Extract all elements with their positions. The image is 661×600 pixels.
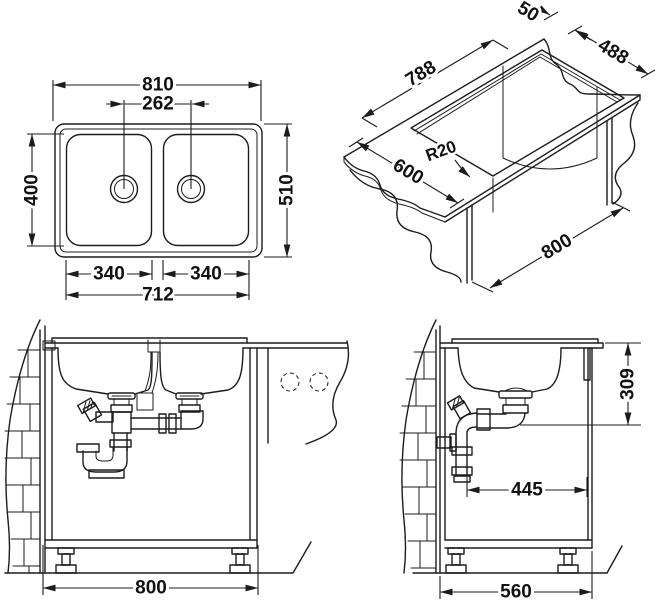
side-cabinet — [412, 347, 623, 574]
side-plumbing — [436, 387, 533, 483]
plan-view: 810 262 400 510 340 340 712 — [19, 72, 301, 309]
iso-dim-cutout-width: 788 — [402, 57, 440, 91]
knockout-hole-left — [280, 372, 300, 392]
dishwasher-spigot — [446, 395, 472, 420]
plan-dim-drain-spacing: 262 — [142, 94, 174, 115]
cabinet-foot-right — [229, 547, 251, 574]
front-sink — [51, 337, 248, 411]
trap-u-bend — [82, 446, 128, 473]
side-worktop — [439, 342, 604, 349]
plan-dim-bowls-outer-span: 712 — [142, 285, 174, 306]
side-dimensions: 309 445 560 — [439, 342, 642, 600]
front-plumbing — [76, 392, 204, 479]
isometric-view: 788 50 488 R20 600 800 — [343, 0, 656, 293]
floor-line — [412, 545, 623, 574]
dishwasher-spigot — [76, 397, 103, 423]
iso-dim-cutout-edge-offset: 50 — [514, 0, 543, 26]
iso-dim-worktop-depth: 600 — [389, 155, 427, 189]
side-wall — [399, 319, 441, 574]
plan-dim-right-bowl-width: 340 — [190, 264, 222, 285]
side-dim-drain-offset: 445 — [511, 480, 543, 501]
iso-dim-corner-radius: R20 — [423, 137, 459, 166]
iso-cabinet — [349, 102, 639, 284]
front-dim-cabinet-width: 800 — [135, 578, 167, 599]
wall-drain-stub — [436, 436, 452, 449]
plan-dimensions: 810 262 400 510 340 340 712 — [19, 72, 301, 309]
cabinet-foot-front — [557, 547, 579, 574]
iso-dimensions: 788 50 488 R20 600 800 — [348, 0, 656, 293]
front-dimensions: 800 — [42, 545, 259, 600]
dishwasher-spigot-stub — [95, 411, 114, 423]
cabinet-foot-back — [445, 547, 467, 574]
plan-dim-overall-width: 810 — [142, 75, 174, 96]
iso-dim-cutout-depth: 488 — [594, 35, 632, 69]
knockout-hole-right — [309, 372, 329, 392]
overflow-fitting — [136, 392, 154, 411]
side-dim-cabinet-depth: 560 — [500, 582, 532, 600]
floor-line — [4, 541, 312, 574]
front-cabinet — [4, 347, 312, 574]
plan-dim-bowl-depth: 400 — [22, 174, 43, 206]
side-sink — [451, 338, 599, 393]
front-wall — [4, 319, 46, 574]
iso-dim-cabinet-width: 800 — [538, 230, 576, 264]
side-section-view: 309 445 560 — [399, 319, 642, 600]
plan-dim-overall-depth: 510 — [277, 174, 298, 206]
side-dim-drain-height: 309 — [618, 368, 639, 400]
iso-worktop — [343, 38, 641, 223]
front-section-view: 800 — [4, 319, 350, 600]
plan-sink-outline — [54, 123, 263, 258]
plan-dim-left-bowl-width: 340 — [93, 264, 125, 285]
cabinet-foot-left — [55, 547, 77, 574]
sink-apron — [583, 347, 591, 381]
